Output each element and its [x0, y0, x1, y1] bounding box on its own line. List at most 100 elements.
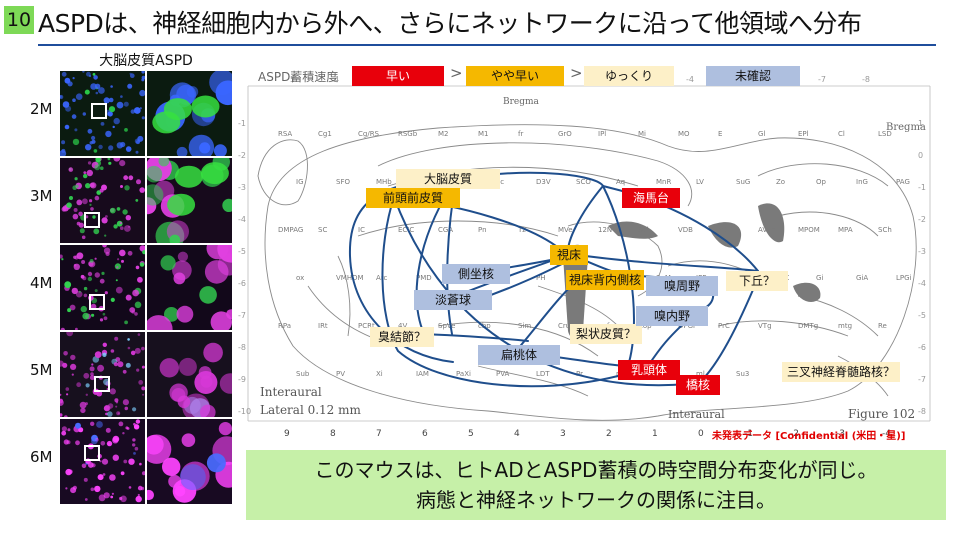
ruler-left-tick: -10 — [238, 407, 251, 416]
micro-image-zoom — [147, 419, 232, 504]
ruler-left-tick: -9 — [238, 375, 246, 384]
atlas-structure-label: PH — [536, 274, 546, 282]
atlas-structure-label: Zo — [776, 178, 785, 186]
atlas-structure-label: MPOM — [798, 226, 820, 234]
atlas-structure-label: Gl — [758, 130, 765, 138]
ruler-bottom-tick: 4 — [514, 429, 520, 439]
ruler-right-tick: -1 — [918, 183, 926, 192]
atlas-structure-label: Su3 — [736, 370, 749, 378]
ruler-top-tick: 4 — [334, 75, 339, 84]
row-label-4m: 4M — [30, 274, 53, 292]
row-label-3m: 3M — [30, 187, 53, 205]
ruler-left-tick: -4 — [238, 215, 246, 224]
atlas-bregma-right: Bregma — [886, 122, 926, 133]
ruler-right-tick: -6 — [918, 343, 926, 352]
atlas-structure-label: Pn — [478, 226, 487, 234]
summary-callout: このマウスは、ヒトADとASPD蓄積の時空間分布変化が同じ。 病態と神経ネットワ… — [246, 450, 946, 520]
atlas-structure-label: Gi — [816, 274, 823, 282]
atlas-structure-label: LV — [696, 178, 704, 186]
micro-image-overview — [60, 71, 145, 156]
atlas-structure-label: IRt — [318, 322, 328, 330]
atlas-structure-label: RSA — [278, 130, 292, 138]
legend-unconfirmed: 未確認 — [706, 66, 800, 86]
region-inferior-colliculus: 下丘？ — [726, 271, 788, 291]
summary-line-1: このマウスは、ヒトADとASPD蓄積の時空間分布変化が同じ。 — [314, 458, 878, 482]
micro-panel-title: 大脳皮質ASPD — [99, 53, 193, 69]
ruler-bottom-tick: 8 — [330, 429, 336, 439]
atlas-structure-label: IPl — [598, 130, 606, 138]
micro-image-overview — [60, 245, 145, 330]
atlas-structure-label: M2 — [438, 130, 449, 138]
region-perirhinal: 嗅周野 — [646, 276, 718, 296]
atlas-interaural-bottom: Interaural — [668, 408, 725, 421]
atlas-structure-label: PVA — [496, 370, 510, 378]
title-divider — [38, 44, 936, 46]
atlas-structure-label: Pr — [576, 370, 583, 378]
atlas-structure-label: ox — [296, 274, 304, 282]
atlas-structure-label: MHb — [376, 178, 392, 186]
atlas-structure-label: RPa — [278, 322, 291, 330]
atlas-bregma-top: Bregma — [503, 97, 540, 107]
atlas-structure-label: IG — [296, 178, 304, 186]
atlas-structure-label: RSGb — [398, 130, 418, 138]
ruler-top-tick: 5 — [290, 75, 295, 84]
ruler-right-tick: -4 — [918, 279, 926, 288]
atlas-structure-label: VMHDM — [336, 274, 364, 282]
atlas-structure-label: CGA — [438, 226, 453, 234]
legend-fast: 早い — [352, 66, 444, 86]
atlas-structure-label: VDB — [678, 226, 693, 234]
region-cerebral-cortex: 大脳皮質 — [396, 169, 500, 189]
atlas-structure-label: GrO — [558, 130, 572, 138]
ruler-left-tick: -1 — [238, 119, 246, 128]
ruler-bottom-tick: 9 — [284, 429, 290, 439]
confidential-note: 未発表データ [Confidential (米田・星)] — [712, 431, 906, 442]
ruler-bottom-tick: 6 — [422, 429, 428, 439]
atlas-structure-label: Sub — [296, 370, 310, 378]
region-trigeminal: 三叉神経脊髄路核？ — [782, 362, 900, 382]
legend-slow: ゆっくり — [584, 66, 674, 86]
micro-image-zoom — [147, 332, 232, 417]
atlas-structure-label: SFO — [336, 178, 350, 186]
atlas-structure-label: D3V — [536, 178, 551, 186]
atlas-structure-label: SC — [318, 226, 327, 234]
micro-image-overview — [60, 158, 145, 243]
atlas-structure-label: DPGi — [678, 322, 695, 330]
atlas-structure-label: SuG — [736, 178, 750, 186]
region-pons: 橋核 — [676, 375, 720, 395]
ruler-bottom-tick: -4 — [882, 429, 891, 439]
atlas-structure-label: Mi — [638, 130, 646, 138]
ruler-left-tick: -7 — [238, 311, 246, 320]
ruler-left-tick: -3 — [238, 183, 246, 192]
region-amygdala: 扁桃体 — [478, 345, 560, 365]
micro-image-zoom — [147, 158, 232, 243]
row-label-6m: 6M — [30, 448, 53, 466]
ruler-left-tick: -2 — [238, 151, 246, 160]
atlas-structure-label: GiA — [856, 274, 868, 282]
atlas-structure-label: 12N — [598, 226, 612, 234]
atlas-structure-label: MnR — [656, 178, 671, 186]
region-entorhinal: 嗅内野 — [636, 306, 708, 326]
atlas-structure-label: Re — [878, 322, 887, 330]
atlas-structure-label: M1 — [478, 130, 489, 138]
atlas-structure-label: cbp — [478, 322, 491, 330]
ruler-top-tick: -7 — [818, 75, 826, 84]
summary-line-2: 病態と神経ネットワークの関係に注目。 — [416, 488, 776, 512]
ruler-right-tick: -3 — [918, 247, 926, 256]
slide-title: ASPDは、神経細胞内から外へ、さらにネットワークに沿って他領域へ分布 — [38, 9, 862, 38]
atlas-lateral-label: Lateral 0.12 mm — [260, 403, 362, 417]
atlas-structure-label: PrC — [718, 322, 730, 330]
atlas-structure-label: E — [718, 130, 722, 138]
micro-image-overview — [60, 332, 145, 417]
atlas-structure-label: Aq — [616, 178, 625, 186]
ruler-left-tick: -5 — [238, 247, 246, 256]
atlas-structure-label: Sim — [518, 322, 531, 330]
atlas-structure-label: PCRt — [358, 322, 375, 330]
atlas-structure-label: LSD — [878, 130, 892, 138]
atlas-structure-label: MO — [678, 130, 690, 138]
region-globus-pallidus: 淡蒼球 — [414, 290, 492, 310]
atlas-structure-label: Cl — [838, 130, 845, 138]
ruler-bottom-tick: 5 — [468, 429, 474, 439]
atlas-structure-label: ml — [696, 370, 705, 378]
legend-separator-2: > — [570, 64, 583, 82]
atlas-structure-label: SCO — [576, 178, 591, 186]
